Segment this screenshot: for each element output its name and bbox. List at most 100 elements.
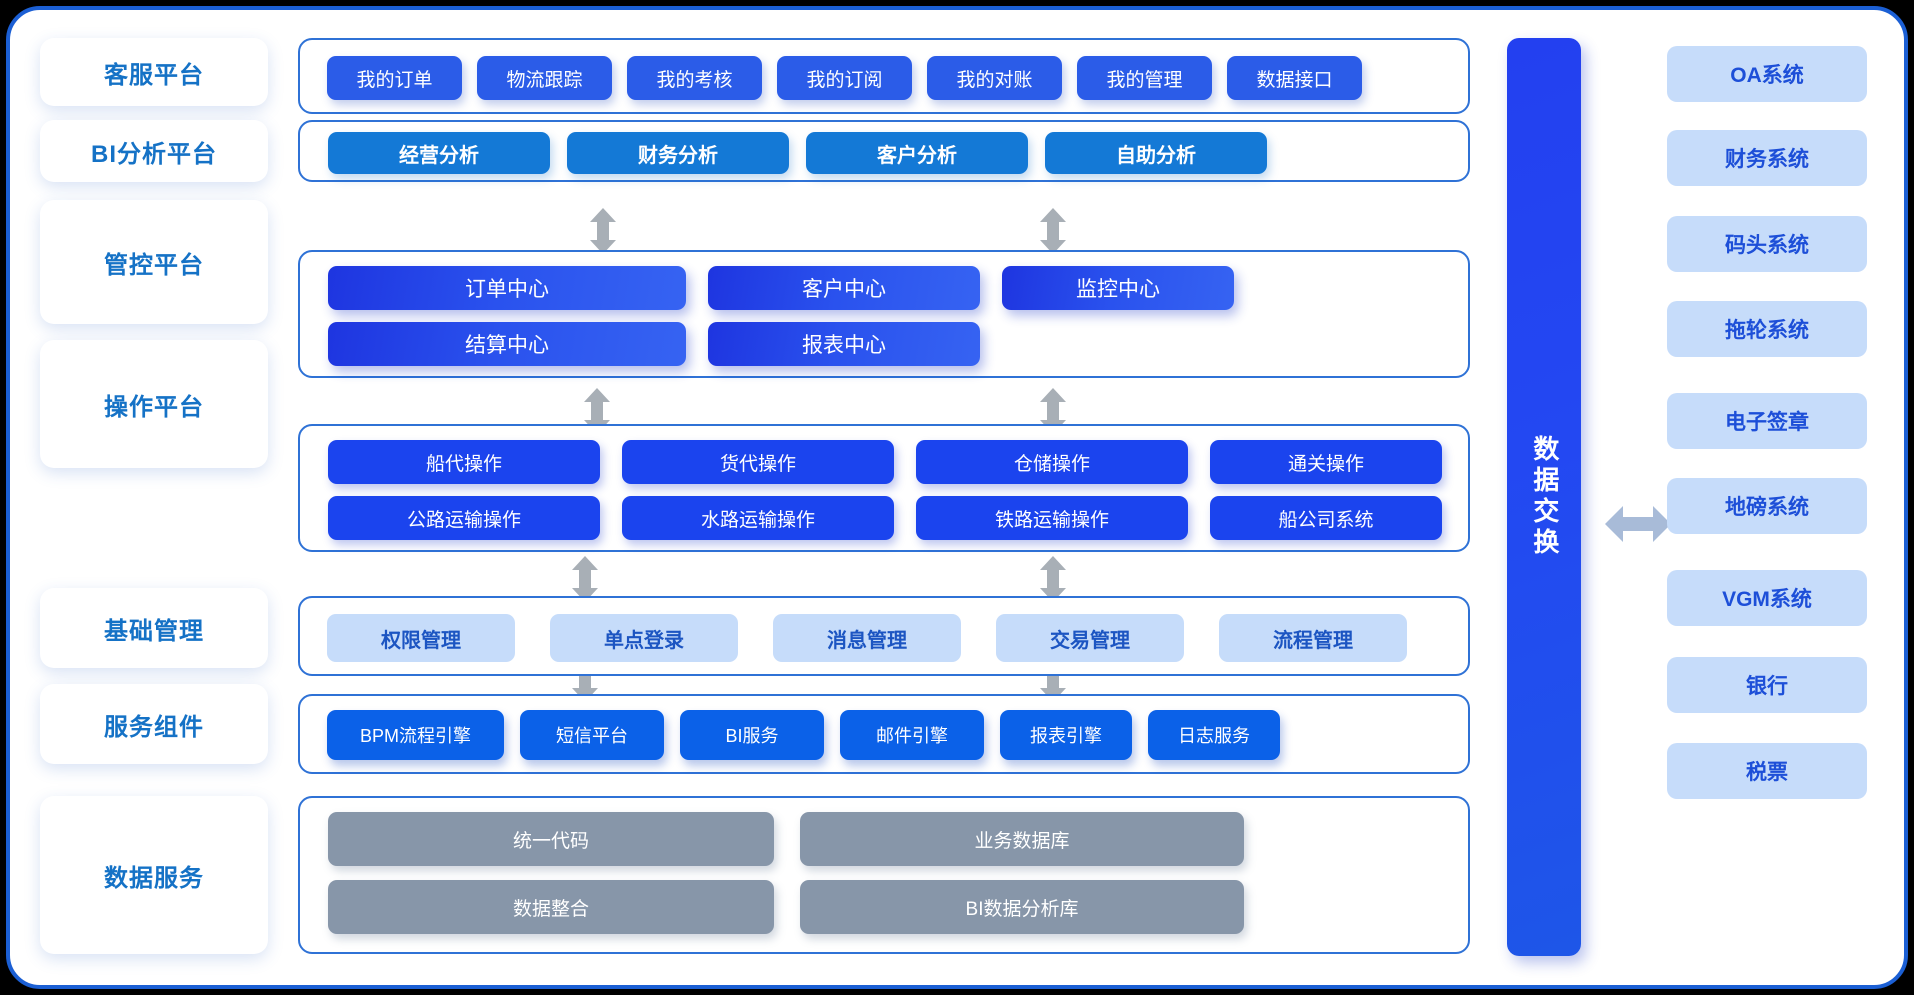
external-system-label: 财务系统 (1725, 148, 1809, 171)
pill-label: BI服务 (725, 726, 779, 746)
pill-sms-platform[interactable]: 短信平台 (520, 710, 664, 760)
data-exchange-label: 数据交换 (1529, 435, 1560, 559)
arrow-control-to-operation-left (584, 388, 610, 434)
pill-permission-management[interactable]: 权限管理 (327, 614, 515, 662)
pill-bi-service[interactable]: BI服务 (680, 710, 824, 760)
pill-warehouse-ops[interactable]: 仓储操作 (916, 440, 1188, 484)
pill-label: 日志服务 (1178, 726, 1250, 746)
rail-label: 数据服务 (104, 864, 204, 892)
external-system-label: 电子签章 (1725, 411, 1809, 434)
pill-freight-agent-ops[interactable]: 货代操作 (622, 440, 894, 484)
pill-single-sign-on[interactable]: 单点登录 (550, 614, 738, 662)
pill-finance-analysis[interactable]: 财务分析 (567, 132, 789, 174)
architecture-diagram-frame: 客服平台 BI分析平台 管控平台 操作平台 基础管理 服务组件 数据服务 我的订… (6, 6, 1908, 989)
pill-label: 单点登录 (604, 629, 684, 652)
external-system-tax-invoice[interactable]: 税票 (1667, 743, 1867, 799)
section-service-components: BPM流程引擎 短信平台 BI服务 邮件引擎 报表引擎 日志服务 (298, 694, 1470, 774)
section-bi-platform: 经营分析 财务分析 客户分析 自助分析 (298, 120, 1470, 182)
pill-customer-center[interactable]: 客户中心 (708, 266, 980, 310)
pill-label: 经营分析 (399, 144, 479, 167)
pill-customs-ops[interactable]: 通关操作 (1210, 440, 1442, 484)
pill-label: 短信平台 (556, 726, 628, 746)
pill-label: BPM流程引擎 (359, 726, 471, 746)
pill-monitoring-center[interactable]: 监控中心 (1002, 266, 1234, 310)
pill-my-subscription[interactable]: 我的订阅 (777, 56, 912, 100)
section-base-management: 权限管理 单点登录 消息管理 交易管理 流程管理 (298, 596, 1470, 676)
pill-label: 交易管理 (1050, 629, 1130, 652)
rail-control-platform[interactable]: 管控平台 (40, 200, 268, 324)
rail-customer-service[interactable]: 客服平台 (40, 38, 268, 106)
pill-label: 我的对账 (956, 69, 1033, 91)
pill-label: 水路运输操作 (700, 509, 815, 531)
pill-transaction-management[interactable]: 交易管理 (996, 614, 1184, 662)
pill-my-reconciliation[interactable]: 我的对账 (927, 56, 1062, 100)
arrow-bi-to-control-left (590, 208, 616, 254)
pill-customer-analysis[interactable]: 客户分析 (806, 132, 1028, 174)
external-system-finance[interactable]: 财务系统 (1667, 130, 1867, 186)
external-system-label: VGM系统 (1722, 588, 1812, 611)
pill-label: 船代操作 (425, 453, 502, 475)
pill-label: 我的订阅 (806, 69, 883, 91)
pill-shipping-company-system[interactable]: 船公司系统 (1210, 496, 1442, 540)
external-system-label: 银行 (1746, 675, 1788, 698)
external-system-vgm[interactable]: VGM系统 (1667, 570, 1867, 626)
pill-label: 我的管理 (1106, 69, 1183, 91)
pill-message-management[interactable]: 消息管理 (773, 614, 961, 662)
pill-label: 报表中心 (802, 334, 886, 357)
pill-logistics-tracking[interactable]: 物流跟踪 (477, 56, 612, 100)
rail-label: 客服平台 (104, 61, 204, 89)
pill-mail-engine[interactable]: 邮件引擎 (840, 710, 984, 760)
pill-bpm-process-engine[interactable]: BPM流程引擎 (327, 710, 504, 760)
pill-rail-transport-ops[interactable]: 铁路运输操作 (916, 496, 1188, 540)
pill-label: 监控中心 (1076, 278, 1160, 301)
external-system-terminal[interactable]: 码头系统 (1667, 216, 1867, 272)
pill-my-management[interactable]: 我的管理 (1077, 56, 1212, 100)
pill-shipping-agent-ops[interactable]: 船代操作 (328, 440, 600, 484)
pill-label: 我的订单 (356, 69, 433, 91)
external-system-e-signature[interactable]: 电子签章 (1667, 393, 1867, 449)
pill-self-service-analysis[interactable]: 自助分析 (1045, 132, 1267, 174)
pill-log-service[interactable]: 日志服务 (1148, 710, 1280, 760)
pill-unified-code[interactable]: 统一代码 (328, 812, 774, 866)
pill-report-center[interactable]: 报表中心 (708, 322, 980, 366)
pill-label: BI数据分析库 (965, 898, 1079, 920)
pill-label: 仓储操作 (1013, 453, 1090, 475)
rail-base-management[interactable]: 基础管理 (40, 588, 268, 668)
pill-water-transport-ops[interactable]: 水路运输操作 (622, 496, 894, 540)
section-operation-platform: 船代操作 货代操作 仓储操作 通关操作 公路运输操作 水路运输操作 铁路运输操作… (298, 424, 1470, 552)
external-system-oa[interactable]: OA系统 (1667, 46, 1867, 102)
pill-my-assessment[interactable]: 我的考核 (627, 56, 762, 100)
pill-label: 业务数据库 (974, 830, 1070, 852)
pill-data-integration[interactable]: 数据整合 (328, 880, 774, 934)
rail-operation-platform[interactable]: 操作平台 (40, 340, 268, 468)
external-system-bank[interactable]: 银行 (1667, 657, 1867, 713)
pill-bi-analysis-db[interactable]: BI数据分析库 (800, 880, 1244, 934)
data-exchange-column[interactable]: 数据交换 (1507, 38, 1581, 956)
arrow-data-exchange-to-systems (1605, 506, 1671, 542)
rail-label: 服务组件 (104, 713, 204, 741)
rail-service-components[interactable]: 服务组件 (40, 684, 268, 764)
pill-process-management[interactable]: 流程管理 (1219, 614, 1407, 662)
pill-road-transport-ops[interactable]: 公路运输操作 (328, 496, 600, 540)
pill-business-analysis[interactable]: 经营分析 (328, 132, 550, 174)
external-system-tugboat[interactable]: 拖轮系统 (1667, 301, 1867, 357)
rail-data-services[interactable]: 数据服务 (40, 796, 268, 954)
pill-report-engine[interactable]: 报表引擎 (1000, 710, 1132, 760)
pill-label: 物流跟踪 (506, 69, 583, 91)
rail-label: 管控平台 (104, 251, 204, 279)
external-system-weighbridge[interactable]: 地磅系统 (1667, 478, 1867, 534)
pill-label: 统一代码 (512, 830, 589, 852)
pill-settlement-center[interactable]: 结算中心 (328, 322, 686, 366)
arrow-bi-to-control-right (1040, 208, 1066, 254)
pill-label: 订单中心 (465, 278, 549, 301)
pill-data-interface[interactable]: 数据接口 (1227, 56, 1362, 100)
pill-label: 报表引擎 (1030, 726, 1102, 746)
pill-business-db[interactable]: 业务数据库 (800, 812, 1244, 866)
pill-label: 自助分析 (1116, 144, 1196, 167)
pill-order-center[interactable]: 订单中心 (328, 266, 686, 310)
rail-label: 操作平台 (104, 393, 204, 421)
pill-my-orders[interactable]: 我的订单 (327, 56, 462, 100)
arrow-control-to-operation-right (1040, 388, 1066, 434)
pill-label: 流程管理 (1273, 629, 1353, 652)
rail-bi-platform[interactable]: BI分析平台 (40, 120, 268, 182)
